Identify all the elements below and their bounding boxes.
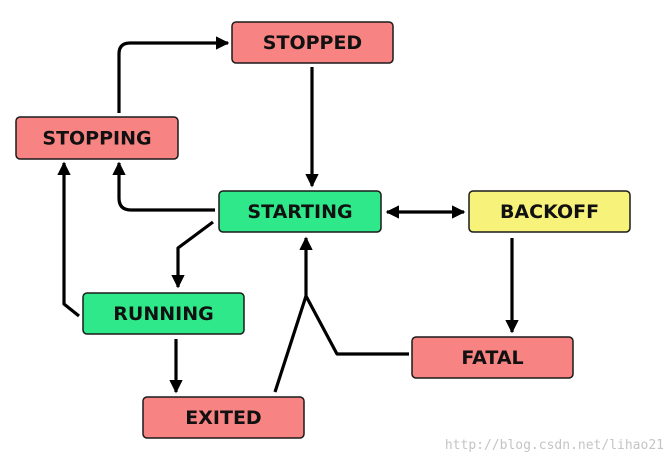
state-box xyxy=(15,116,179,160)
state-label: STOPPING xyxy=(42,128,151,150)
state-box xyxy=(218,190,382,233)
edge-fatal-to-starting xyxy=(304,295,409,356)
state-stopping: STOPPING xyxy=(15,116,179,160)
watermark-text: http://blog.csdn.net/lihao21 xyxy=(445,438,664,453)
state-box xyxy=(468,190,631,233)
state-running: RUNNING xyxy=(82,292,245,335)
state-stopped: STOPPED xyxy=(231,21,394,64)
state-label: STARTING xyxy=(247,201,352,223)
state-label: EXITED xyxy=(185,407,261,429)
state-box xyxy=(82,292,245,335)
state-label: RUNNING xyxy=(113,303,213,325)
edge-stopping-to-stopped xyxy=(117,36,230,113)
state-backoff: BACKOFF xyxy=(468,190,631,233)
state-exited: EXITED xyxy=(142,396,305,439)
state-fatal: FATAL xyxy=(411,336,574,379)
edge-running-to-stopping xyxy=(57,161,80,318)
edge-starting-to-running xyxy=(171,220,214,289)
state-box xyxy=(411,336,574,379)
state-label: STOPPED xyxy=(263,32,362,54)
state-box xyxy=(231,21,394,64)
edge-exited-to-starting xyxy=(273,236,313,393)
edges xyxy=(57,36,519,394)
state-box xyxy=(142,396,305,439)
edge-starting-to-stopping xyxy=(112,161,215,212)
state-label: FATAL xyxy=(461,347,523,369)
state-starting: STARTING xyxy=(218,190,382,233)
state-label: BACKOFF xyxy=(500,201,599,223)
